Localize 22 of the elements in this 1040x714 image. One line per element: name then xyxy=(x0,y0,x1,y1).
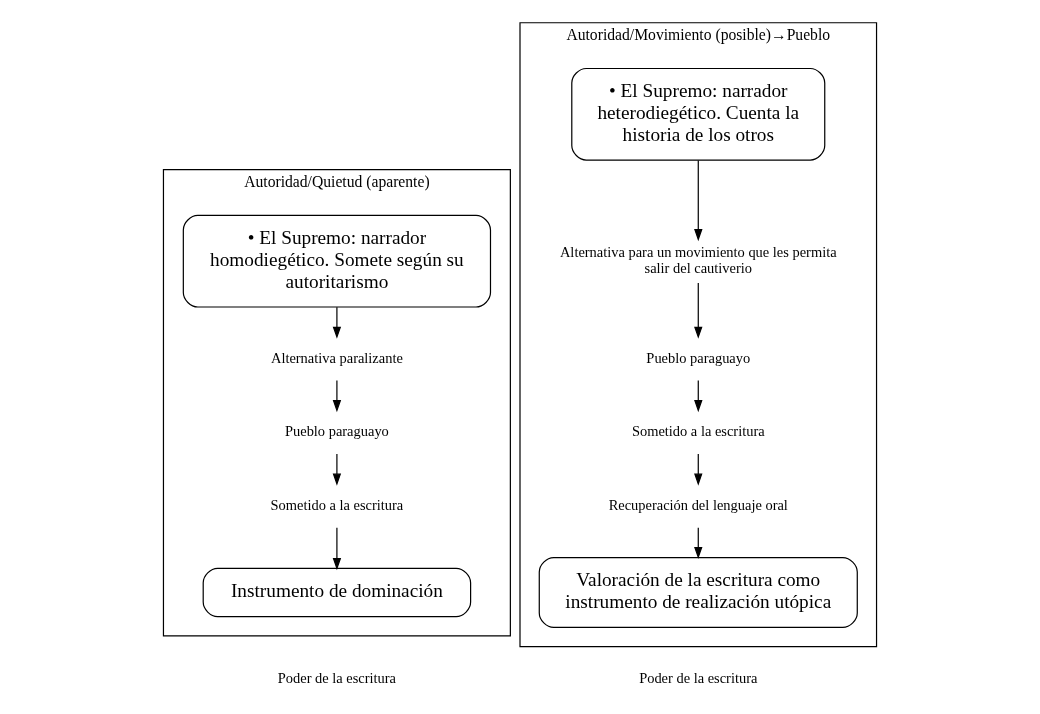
arrow xyxy=(332,527,342,571)
node-text: Pueblo paraguayo xyxy=(284,423,389,440)
arrow xyxy=(332,379,342,413)
node-text: Alternativa para un movimiento que les permita salir del cautiverio xyxy=(559,244,837,276)
node-text: Pueblo paraguayo xyxy=(646,349,751,366)
arrow xyxy=(694,159,703,242)
arrow xyxy=(694,282,703,339)
arrow xyxy=(694,453,703,486)
node-box: Valoración de la escritura como instrumento de realización utópica xyxy=(538,556,858,628)
node-box: • El Supremo: narrador heterodiegético. Cuenta la historia de los otros xyxy=(571,67,826,161)
label: Poder de la escritura xyxy=(277,669,397,686)
node-text: Recuperación del lenguaje oral xyxy=(608,496,788,513)
node-box: • El Supremo: narrador homodiegético. Somete según su autoritarismo xyxy=(182,214,492,308)
node-text: Alternativa paralizante xyxy=(270,349,403,366)
node-box: Instrumento de dominación xyxy=(202,567,472,618)
label: Poder de la escritura xyxy=(639,669,758,686)
arrow xyxy=(332,306,342,339)
node-text: Sometido a la escritura xyxy=(270,496,404,513)
arrow xyxy=(694,527,703,560)
arrow xyxy=(332,453,342,486)
node-text: Sometido a la escritura xyxy=(631,423,765,440)
arrow xyxy=(694,379,703,413)
